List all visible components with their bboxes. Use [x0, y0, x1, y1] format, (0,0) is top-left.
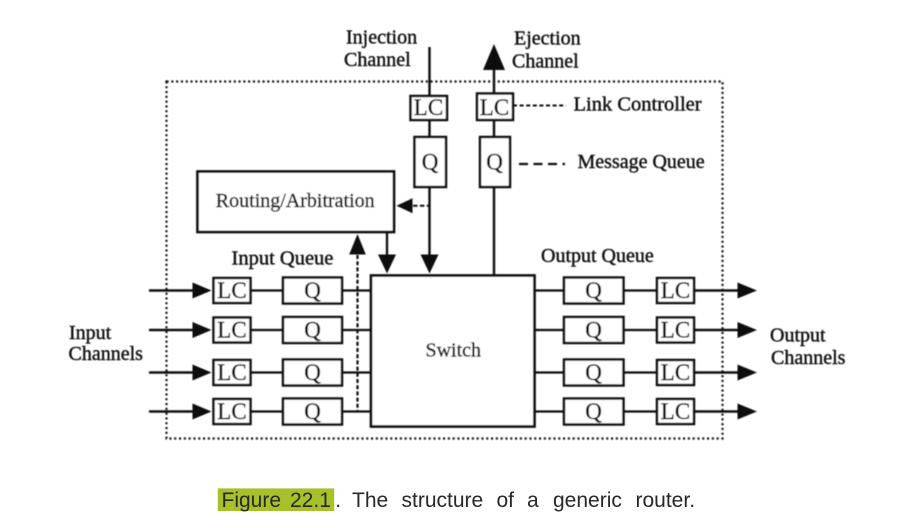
svg-text:Switch: Switch	[425, 340, 481, 362]
svg-text:The: The	[352, 489, 388, 512]
svg-text:structure: structure	[402, 489, 484, 512]
svg-text:Figure: Figure	[222, 489, 282, 512]
svg-text:LC: LC	[414, 95, 443, 120]
svg-text:LC: LC	[480, 95, 509, 120]
svg-text:Injection: Injection	[346, 27, 417, 49]
svg-text:LC: LC	[661, 317, 690, 342]
svg-text:LC: LC	[661, 399, 690, 424]
svg-text:Q: Q	[304, 360, 321, 385]
svg-text:LC: LC	[661, 278, 690, 303]
svg-text:Output: Output	[770, 325, 826, 347]
svg-text:Q: Q	[486, 150, 503, 175]
svg-text:Input Queue: Input Queue	[232, 248, 334, 270]
svg-text:Channel: Channel	[344, 49, 411, 71]
svg-text:a: a	[527, 489, 539, 512]
svg-text:LC: LC	[217, 317, 246, 342]
svg-text:Input: Input	[69, 322, 112, 344]
svg-text:Q: Q	[585, 399, 602, 424]
svg-text:Message Queue: Message Queue	[578, 151, 705, 173]
svg-text:Routing/Arbitration: Routing/Arbitration	[216, 190, 375, 212]
svg-text:LC: LC	[217, 278, 246, 303]
svg-text:Q: Q	[585, 360, 602, 385]
svg-text:Q: Q	[422, 150, 439, 175]
svg-text:22.1: 22.1	[290, 489, 331, 512]
svg-text:Channels: Channels	[771, 347, 846, 369]
svg-text:LC: LC	[661, 360, 690, 385]
svg-text:Q: Q	[304, 399, 321, 424]
svg-text:generic: generic	[553, 489, 622, 512]
svg-text:LC: LC	[217, 399, 246, 424]
svg-text:of: of	[497, 489, 515, 512]
svg-text:router.: router.	[636, 489, 696, 512]
svg-text:LC: LC	[217, 360, 246, 385]
svg-text:Q: Q	[585, 317, 602, 342]
svg-text:Ejection: Ejection	[514, 28, 581, 50]
svg-text:Q: Q	[304, 278, 321, 303]
svg-text:Output Queue: Output Queue	[541, 245, 654, 267]
svg-text:Q: Q	[304, 317, 321, 342]
svg-text:.: .	[335, 489, 341, 512]
svg-text:Q: Q	[585, 278, 602, 303]
svg-text:Channels: Channels	[69, 343, 144, 365]
svg-text:Link Controller: Link Controller	[574, 94, 702, 116]
svg-text:Channel: Channel	[512, 51, 579, 73]
